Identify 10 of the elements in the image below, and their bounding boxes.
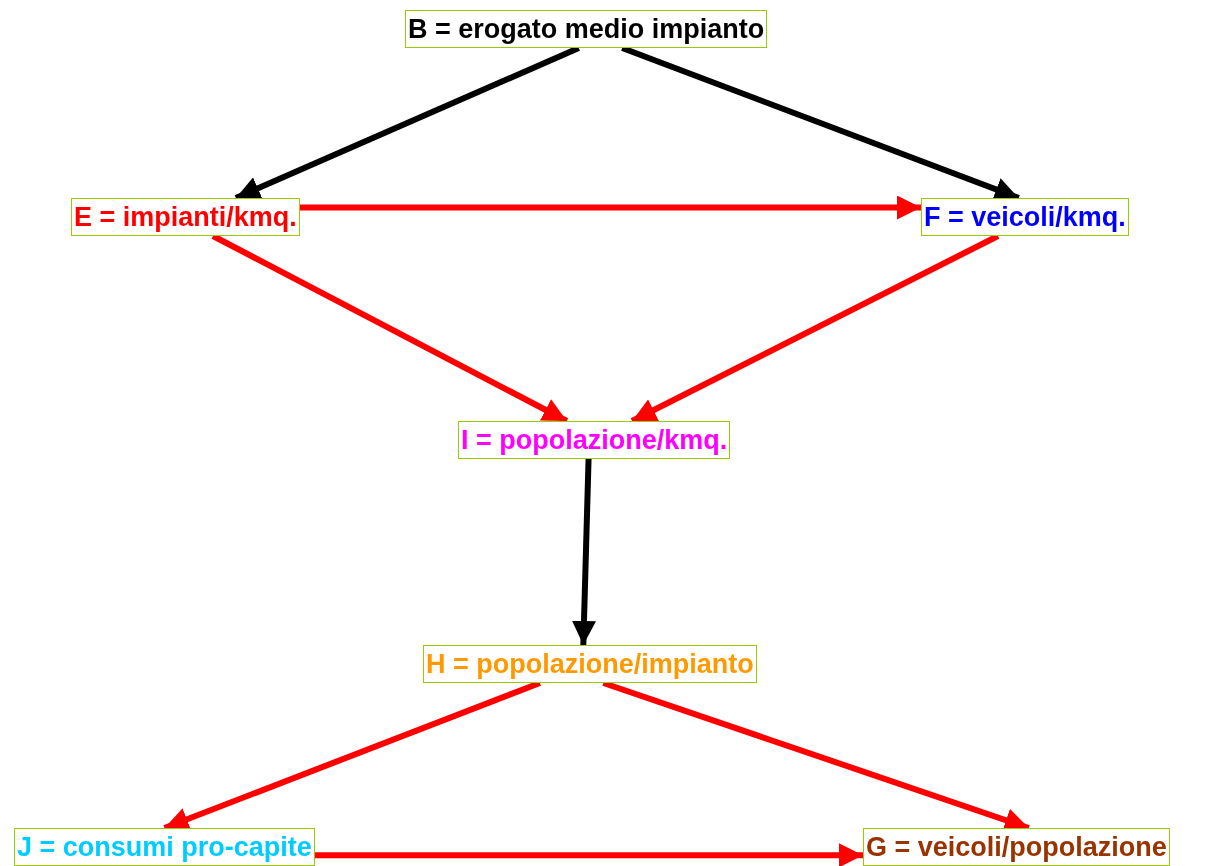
arrow [300, 195, 921, 220]
formula-label: E = impianti/kmq. [74, 201, 297, 233]
formula-label: G = veicoli/popolazione [866, 831, 1167, 863]
arrow [572, 458, 596, 646]
formula-label: B = erogato medio impianto [408, 13, 765, 45]
arrow [315, 843, 863, 866]
formula-label: H = popolazione/impianto [426, 648, 754, 680]
formula-label: I = popolazione/kmq. [461, 424, 728, 456]
formula-label: F = veicoli/kmq. [924, 201, 1126, 233]
formula-label: J = consumi pro-capite [17, 831, 312, 863]
